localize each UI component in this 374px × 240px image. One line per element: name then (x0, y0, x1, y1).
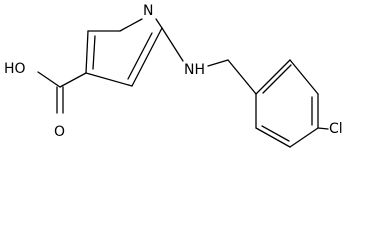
bond-c4-c5-inner (92, 35, 96, 70)
pyridine-ring (85, 18, 163, 87)
bond-c4-c5 (85, 30, 89, 74)
bond-b4-cl (317, 127, 329, 130)
bond-b2-b3 (289, 59, 319, 95)
carboxylic-acid-group (37, 71, 87, 114)
bond-b1-b2-inner (262, 64, 292, 94)
amine-label: NH (184, 62, 205, 78)
bond-b5-b6-inner (261, 125, 290, 142)
bond-ch2-ring (227, 59, 257, 95)
chlorobenzene-ring (255, 59, 329, 148)
bond-c2-nh (161, 27, 184, 62)
bond-b4-b5 (289, 127, 319, 148)
ring-nitrogen-label: N (143, 3, 153, 19)
bond-c4-carboxyl (59, 72, 87, 88)
hydroxyl-label: HO (4, 61, 26, 77)
chemical-structure-diagram: HO O N NH Cl (4, 3, 343, 148)
bond-carboxyl-oh (37, 71, 61, 88)
carbonyl-oxygen-label: O (54, 124, 65, 140)
bond-nh-ch2 (207, 59, 229, 67)
bond-c2-c3 (131, 27, 163, 87)
bond-c2-c3-inner (127, 32, 153, 80)
bond-b1-b2 (255, 59, 291, 95)
benzylamine-substituent (161, 27, 257, 95)
bond-b5-b6 (255, 127, 291, 148)
bond-n1-c2 (155, 18, 163, 29)
chlorine-label: Cl (329, 121, 343, 137)
bond-c6-n1 (119, 18, 143, 32)
bond-c3-c4 (85, 72, 133, 87)
